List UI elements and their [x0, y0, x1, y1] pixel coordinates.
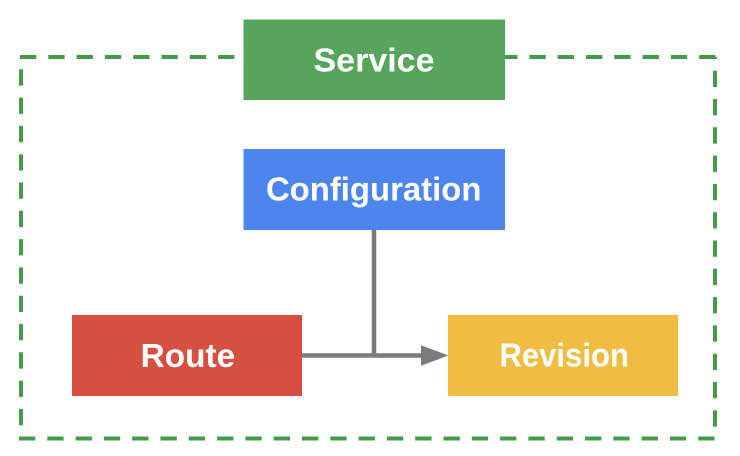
svg-text:Configuration: Configuration: [266, 172, 482, 209]
svg-text:Revision: Revision: [499, 338, 629, 375]
svg-text:Service: Service: [314, 43, 435, 80]
svg-text:Route: Route: [141, 338, 236, 375]
